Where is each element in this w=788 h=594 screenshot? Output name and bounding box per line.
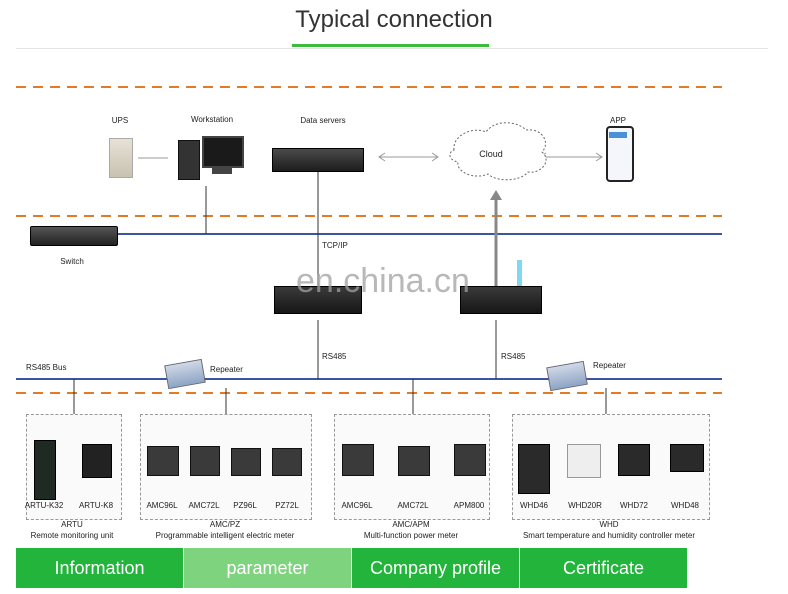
ups-label: UPS <box>111 116 129 125</box>
group-title: AMC/APM <box>392 520 430 529</box>
group-title: ARTU <box>61 520 83 529</box>
connection-diagram: UPS Workstation Data servers Cloud APP S… <box>16 58 776 548</box>
cloud-icon <box>449 122 547 181</box>
rs485-left-label: RS485 <box>322 352 347 361</box>
data-server-device <box>272 148 364 172</box>
switch-device <box>30 226 118 246</box>
meter-device <box>670 444 704 472</box>
data-servers-label: Data servers <box>300 116 346 125</box>
device-label: PZ96L <box>233 501 257 510</box>
cloud-label: Cloud <box>479 149 503 159</box>
app-label: APP <box>609 116 627 125</box>
meter-device <box>618 444 650 476</box>
gateway-left-device <box>274 286 362 314</box>
workstation-label: Workstation <box>190 115 234 124</box>
page-title: Typical connection <box>295 6 493 33</box>
device-label: AMC96L <box>146 501 178 510</box>
device-label: AMC96L <box>341 501 373 510</box>
tab-company-profile[interactable]: Company profile <box>352 548 520 588</box>
tab-information[interactable]: Information <box>16 548 184 588</box>
monitor-icon <box>202 136 244 168</box>
meter-device <box>147 446 179 476</box>
artu-k32-device <box>34 440 56 500</box>
tab-parameter[interactable]: parameter <box>184 548 352 588</box>
device-label: APM800 <box>453 501 485 510</box>
title-underline <box>292 44 489 47</box>
meter-device <box>342 444 374 476</box>
meter-device <box>272 448 302 476</box>
group-title: WHD <box>599 520 619 529</box>
group-subtitle: Smart temperature and humidity controlle… <box>522 531 696 540</box>
tab-certificate[interactable]: Certificate <box>520 548 688 588</box>
gateway-right-device <box>460 286 542 314</box>
group-subtitle: Remote monitoring unit <box>30 531 114 540</box>
repeater-right-label: Repeater <box>593 361 626 370</box>
device-label: PZ72L <box>275 501 299 510</box>
rs485-bus-label: RS485 Bus <box>26 363 67 372</box>
device-label: ARTU-K8 <box>78 501 114 510</box>
device-label: WHD72 <box>619 501 649 510</box>
device-label: ARTU-K32 <box>24 501 64 510</box>
switch-label: Switch <box>60 257 84 266</box>
meter-device <box>190 446 220 476</box>
watermark: en.china.cn <box>296 262 470 300</box>
meter-device <box>231 448 261 476</box>
device-label: AMC72L <box>188 501 220 510</box>
rs485-right-label: RS485 <box>501 352 526 361</box>
workstation-device <box>178 140 200 180</box>
antenna-icon <box>517 260 522 286</box>
meter-device <box>454 444 486 476</box>
artu-k8-device <box>82 444 112 478</box>
device-label: WHD20R <box>568 501 602 510</box>
device-label: WHD46 <box>519 501 549 510</box>
tcpip-label: TCP/IP <box>322 241 348 250</box>
group-title: AMC/PZ <box>209 520 241 529</box>
meter-device <box>398 446 430 476</box>
repeater-left-label: Repeater <box>210 365 243 374</box>
meter-device <box>518 444 550 494</box>
group-subtitle: Multi-function power meter <box>363 531 459 540</box>
meter-device <box>567 444 601 478</box>
title-divider <box>16 48 768 49</box>
ups-device <box>109 138 133 178</box>
group-subtitle: Programmable intelligent electric meter <box>155 531 295 540</box>
device-label: WHD48 <box>670 501 700 510</box>
device-label: AMC72L <box>397 501 429 510</box>
tab-bar: Information parameter Company profile Ce… <box>16 548 690 588</box>
